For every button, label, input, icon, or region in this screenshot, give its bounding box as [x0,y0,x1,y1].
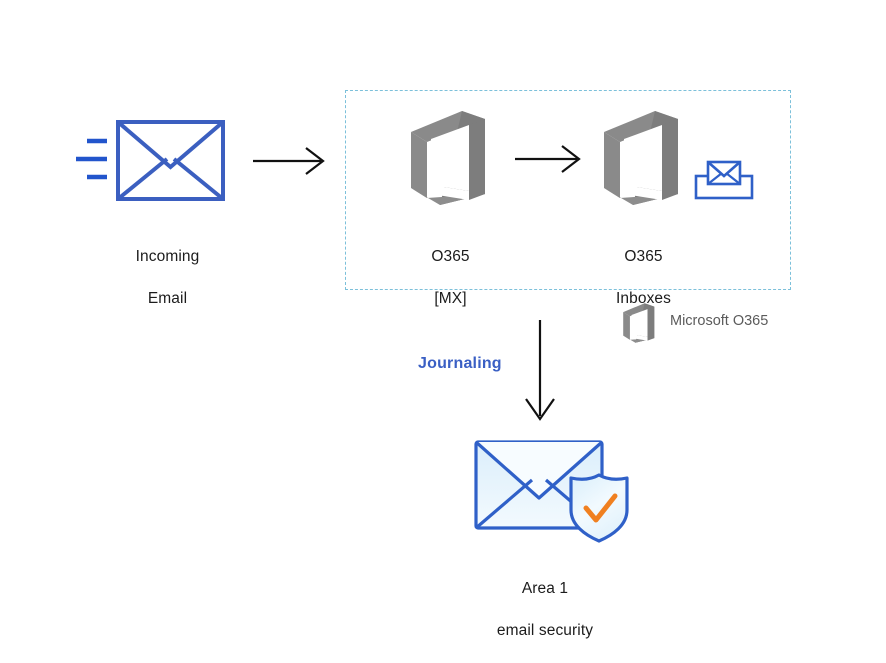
arrow-mx-to-inboxes [515,141,587,177]
office365-logo-icon [604,111,678,205]
office365-logo-icon [411,111,485,205]
arrow-incoming-to-mx [253,143,333,179]
caption-area1-email-security: Area 1 email security [470,558,620,663]
caption-o365-inboxes-line1: O365 [624,247,663,265]
legend-o365-logo-icon [620,302,660,344]
shield-check-icon [569,473,629,543]
caption-incoming-email: Incoming Email [95,226,240,331]
office365-logo-icon [623,303,655,343]
caption-incoming-email-line1: Incoming [135,247,200,265]
legend-label-microsoft-o365: Microsoft O365 [670,313,769,329]
caption-o365-inboxes: O365 Inboxes [571,226,716,331]
node-o365-inboxes [598,108,690,208]
node-o365-mx [405,108,497,208]
envelope-with-shield-check-icon [474,440,629,543]
inbox-tray-envelope-icon [692,158,756,204]
arrow-inboxes-to-area1 [518,320,562,425]
caption-o365-mx-line2: [MX] [434,289,467,307]
envelope-with-speed-lines-icon [76,120,225,201]
node-incoming-email [70,115,235,210]
envelope-icon [116,120,225,201]
caption-o365-inboxes-line2: Inboxes [616,289,671,307]
node-area1-email-security [468,432,638,547]
caption-area1-line2: email security [496,621,594,639]
caption-o365-mx: O365 [MX] [378,226,523,331]
caption-incoming-email-line2: Email [147,289,188,307]
checkmark-icon [583,493,618,523]
o365-boundary-region [345,90,791,290]
label-journaling: Journaling [418,355,502,372]
speed-lines-icon [76,138,107,180]
caption-o365-mx-line1: O365 [431,247,470,265]
caption-area1-line1: Area 1 [521,579,569,597]
